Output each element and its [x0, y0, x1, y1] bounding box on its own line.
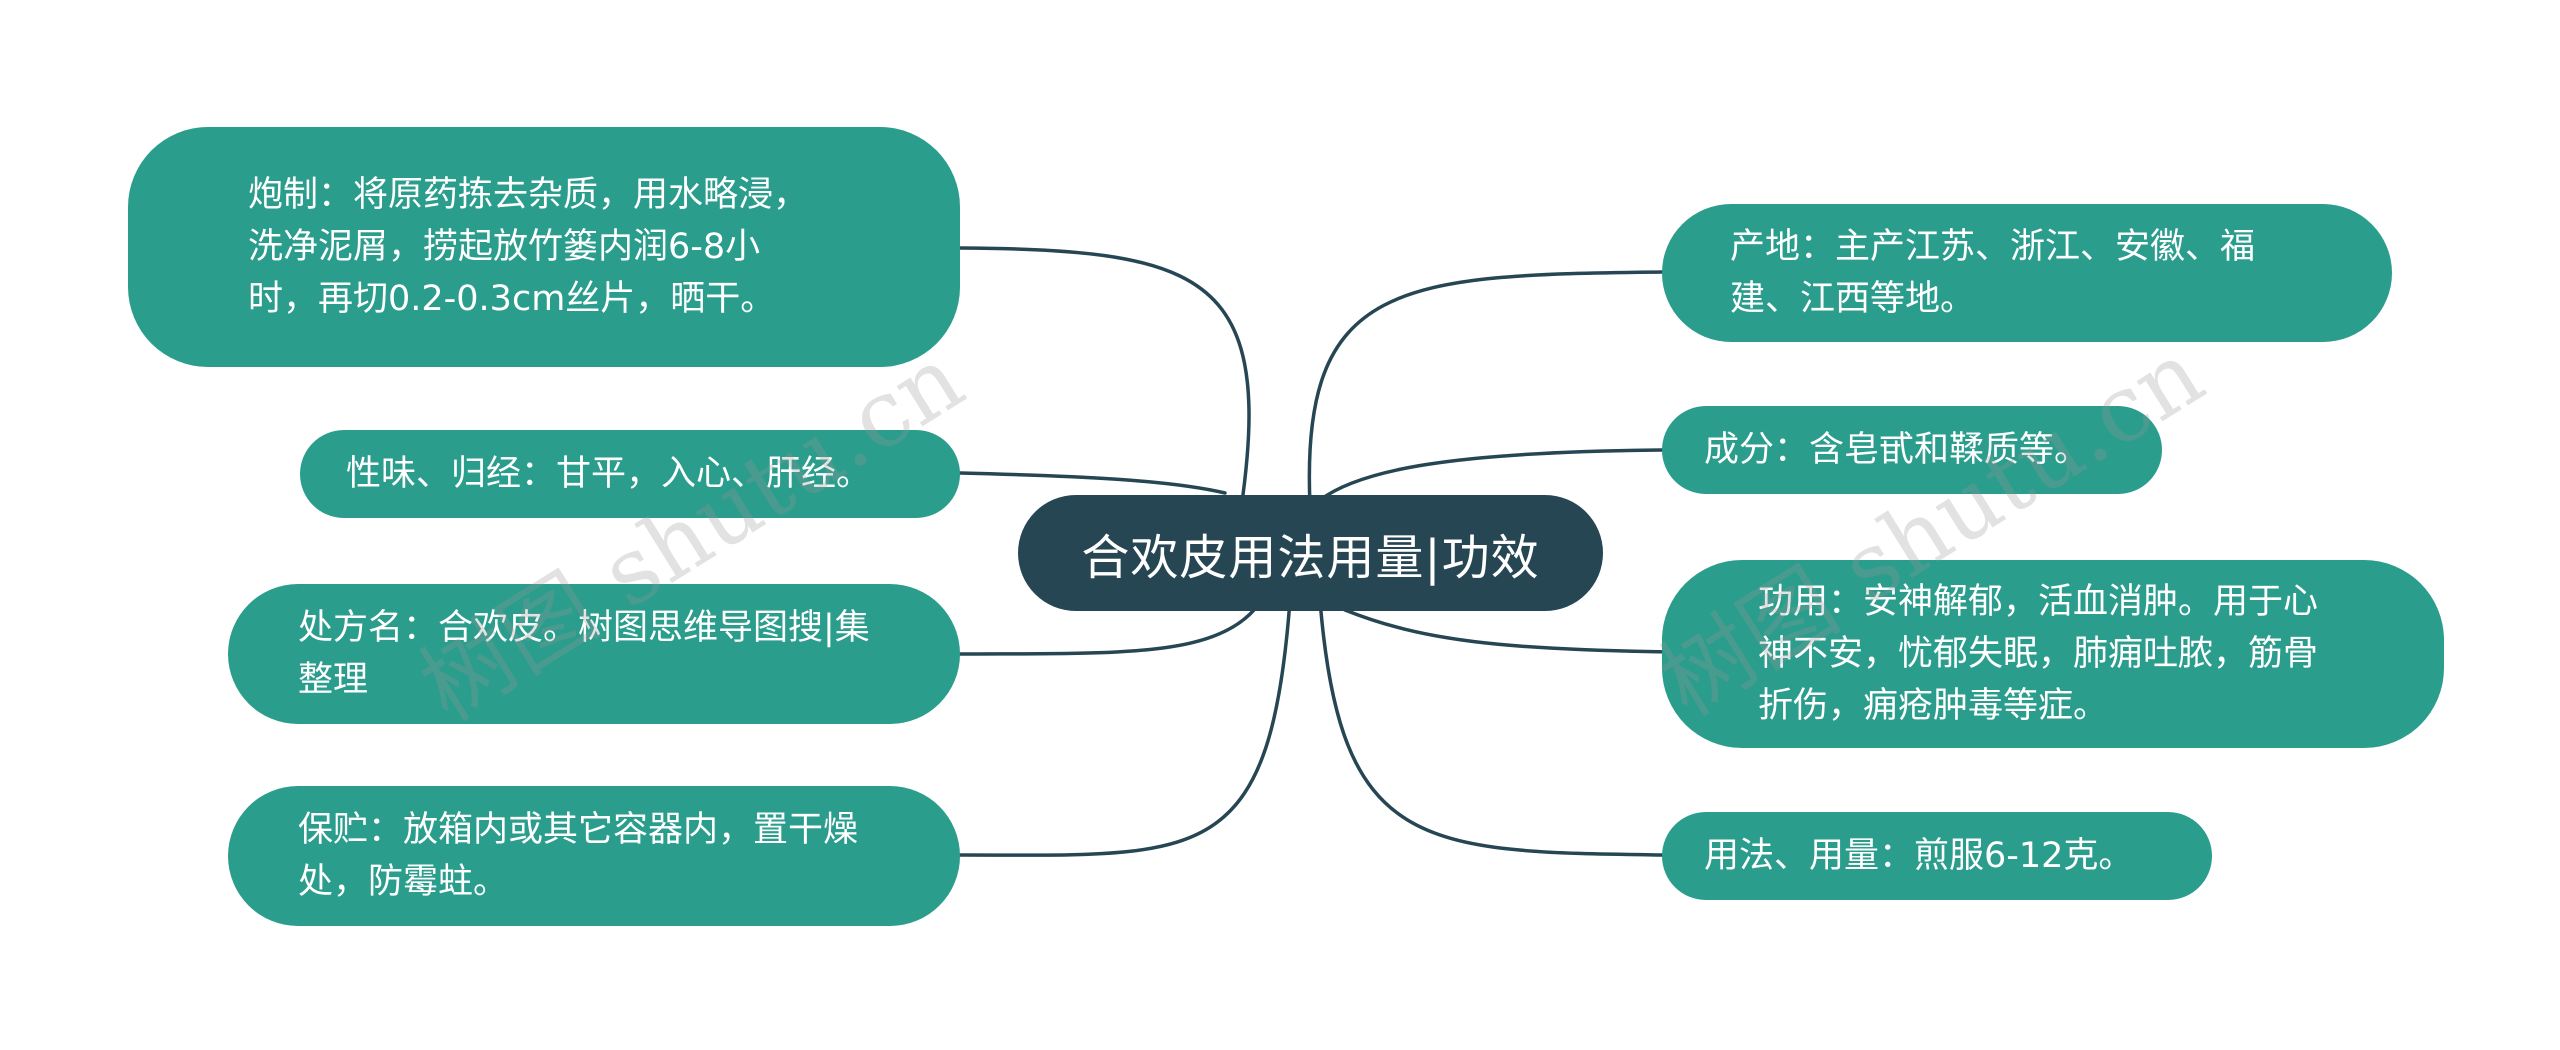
- connector-left-1: [958, 246, 1251, 602]
- branch-node-label: 处方名：合欢皮。树图思维导图搜|集整理: [298, 608, 870, 700]
- branch-node-origin[interactable]: 产地：主产江苏、浙江、安徽、福建、江西等地。: [1662, 204, 2392, 342]
- connector-right-2: [1318, 448, 1664, 502]
- branch-node-label: 成分：含皂甙和鞣质等。: [1704, 430, 2090, 470]
- branch-node-label: 炮制：将原药拣去杂质，用水略浸，洗净泥屑，捞起放竹篓内润6-8小时，再切0.2-…: [248, 175, 809, 319]
- branch-node-label: 性味、归经：甘平，入心、肝经。: [346, 454, 872, 494]
- branch-node-prescription-name[interactable]: 处方名：合欢皮。树图思维导图搜|集整理: [228, 584, 960, 724]
- connector-right-1: [1307, 270, 1664, 507]
- branch-node-nature-meridian[interactable]: 性味、归经：甘平，入心、肝经。: [300, 430, 960, 518]
- branch-node-function[interactable]: 功用：安神解郁，活血消肿。用于心神不安，忧郁失眠，肺痈吐脓，筋骨折伤，痈疮肿毒等…: [1662, 560, 2444, 748]
- branch-node-usage-dosage[interactable]: 用法、用量：煎服6-12克。: [1662, 812, 2212, 900]
- branch-node-processing[interactable]: 炮制：将原药拣去杂质，用水略浸，洗净泥屑，捞起放竹篓内润6-8小时，再切0.2-…: [128, 127, 960, 367]
- branch-node-label: 功用：安神解郁，活血消肿。用于心神不安，忧郁失眠，肺痈吐脓，筋骨折伤，痈疮肿毒等…: [1758, 582, 2319, 726]
- central-topic-label: 合欢皮用法用量|功效: [1081, 530, 1540, 586]
- branch-node-label: 保贮：放箱内或其它容器内，置干燥处，防霉蛀。: [298, 810, 859, 902]
- branch-node-storage[interactable]: 保贮：放箱内或其它容器内，置干燥处，防霉蛀。: [228, 786, 960, 926]
- branch-node-label: 产地：主产江苏、浙江、安徽、福建、江西等地。: [1730, 227, 2256, 319]
- connector-right-4: [1318, 598, 1664, 857]
- connector-left-4: [958, 598, 1292, 857]
- connector-right-3: [1343, 608, 1682, 654]
- branch-node-label: 用法、用量：煎服6-12克。: [1704, 836, 2134, 876]
- connector-left-2: [958, 471, 1227, 495]
- central-topic[interactable]: 合欢皮用法用量|功效: [1018, 495, 1603, 611]
- branch-node-components[interactable]: 成分：含皂甙和鞣质等。: [1662, 406, 2162, 494]
